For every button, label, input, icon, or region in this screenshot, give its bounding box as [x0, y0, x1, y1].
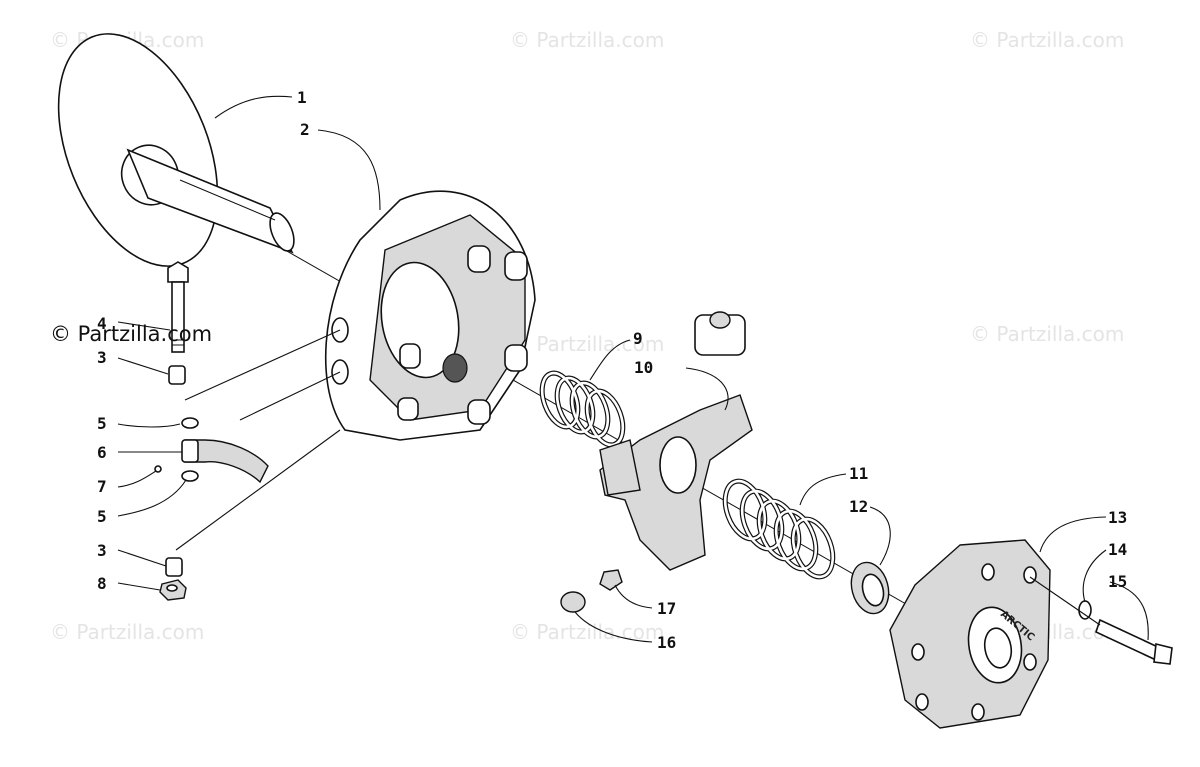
callout-1: 1 [297, 88, 307, 107]
roller-part-17 [599, 569, 623, 591]
callout-15: 15 [1108, 572, 1127, 591]
washer-part-5-lower [181, 470, 199, 482]
washer-part-14 [1078, 600, 1092, 620]
roller-arm-part-6 [181, 439, 269, 484]
callout-10: 10 [634, 358, 653, 377]
guide-line [184, 329, 341, 401]
movable-sheave-part [325, 190, 536, 441]
leader-lines [117, 95, 1149, 643]
spider-part-10 [599, 311, 753, 571]
pin-part-7 [154, 465, 162, 473]
callout-17: 17 [657, 599, 676, 618]
callout-8: 8 [97, 574, 107, 593]
watermark: © Partzilla.com [970, 28, 1125, 52]
bolt-part-15 [1029, 576, 1173, 665]
nut-part-8 [159, 579, 187, 601]
callout-16: 16 [657, 633, 676, 652]
guide-line [175, 429, 341, 551]
watermark: © Partzilla.com [50, 620, 205, 644]
cover-plate-part-13: ARCTIC [889, 539, 1051, 729]
callout-5-upper: 5 [97, 414, 107, 433]
bushing-part-3-upper [168, 365, 186, 385]
callout-3-lower: 3 [97, 541, 107, 560]
watermark-prominent: © Partzilla.com [50, 322, 213, 346]
ring-part-12 [850, 561, 890, 615]
fixed-sheave-part [57, 33, 295, 267]
callout-6: 6 [97, 443, 107, 462]
callout-4: 4 [97, 314, 107, 333]
washer-part-5-upper [181, 417, 199, 429]
bushing-part-3-lower [165, 557, 183, 577]
callout-12: 12 [849, 497, 868, 516]
watermark: © Partzilla.com [510, 28, 665, 52]
callout-5-lower: 5 [97, 507, 107, 526]
callout-14: 14 [1108, 540, 1127, 559]
callout-9: 9 [633, 329, 643, 348]
callout-3-upper: 3 [97, 348, 107, 367]
button-part-16 [560, 591, 586, 613]
callout-11: 11 [849, 464, 868, 483]
callout-13: 13 [1108, 508, 1127, 527]
callout-7: 7 [97, 477, 107, 496]
spring-part-11 [722, 478, 836, 580]
watermark: © Partzilla.com [510, 332, 665, 356]
guide-line [239, 371, 341, 421]
callout-2: 2 [300, 120, 310, 139]
watermark: © Partzilla.com [510, 620, 665, 644]
bolt-part-4 [167, 261, 189, 353]
watermark: © Partzilla.com [970, 322, 1125, 346]
spring-part-9 [539, 370, 626, 448]
